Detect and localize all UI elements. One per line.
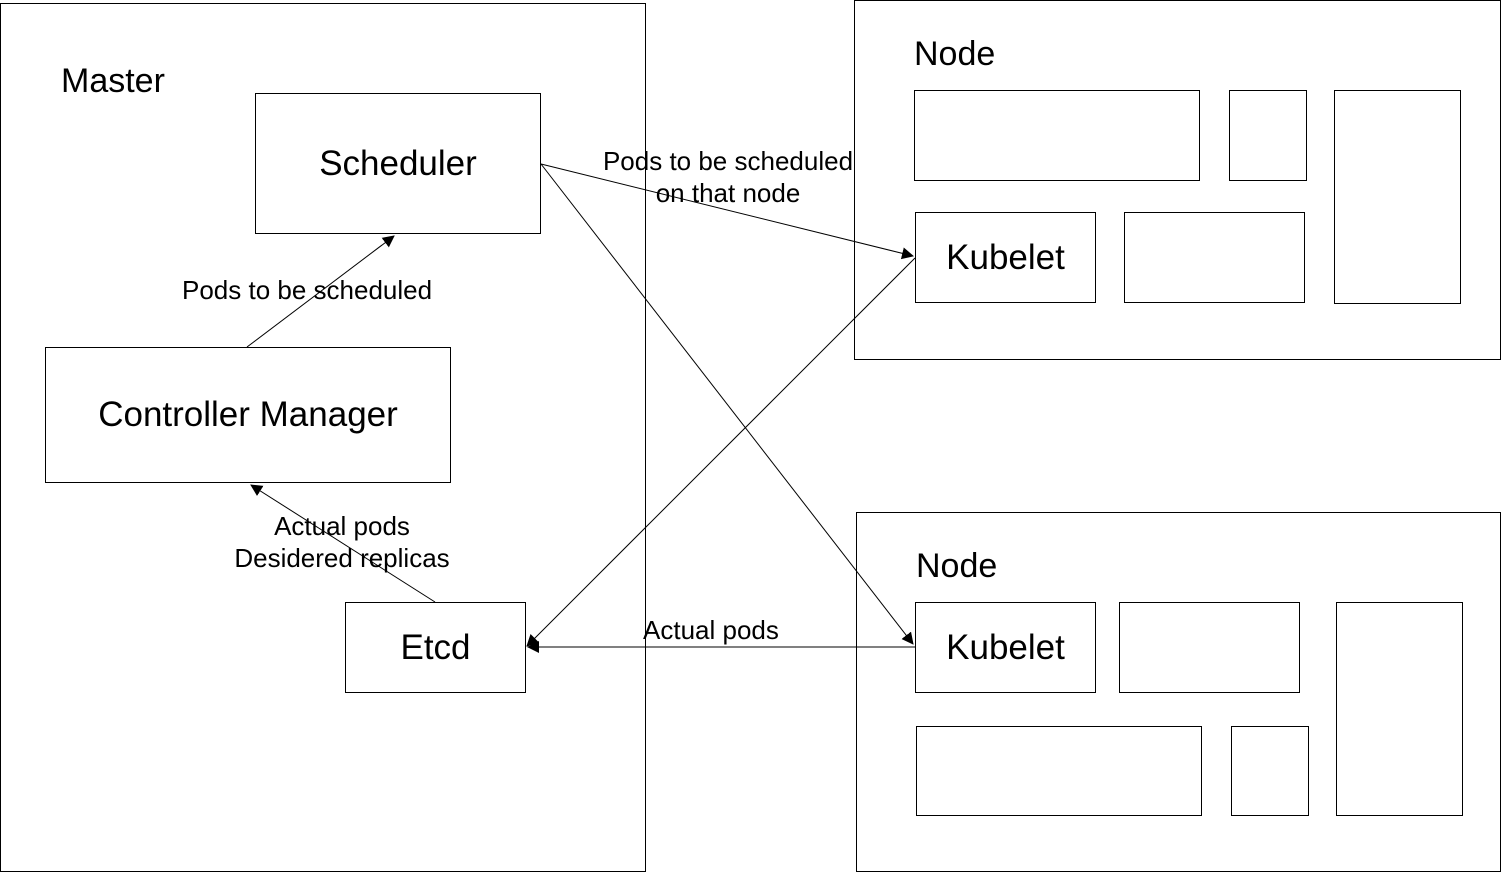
node-top-kubelet-box: Kubelet: [915, 212, 1096, 303]
node-bottom-slot-tall: [1336, 602, 1463, 816]
controller-manager-label: Controller Manager: [98, 395, 398, 434]
label-pods-on-node: Pods to be scheduled on that node: [583, 145, 873, 209]
node-top-title: Node: [914, 35, 996, 73]
node-bottom-title: Node: [916, 547, 998, 585]
label-pods-to-be-scheduled: Pods to be scheduled: [182, 275, 433, 305]
label-actual-desired-line1: Actual pods: [274, 511, 410, 541]
node-top-slot-small: [1229, 90, 1307, 181]
node-bottom-slot-wide: [916, 726, 1202, 816]
node-top-slot-medium: [1124, 212, 1305, 303]
master-title: Master: [61, 62, 165, 100]
label-pods-on-node-line2: on that node: [655, 178, 801, 208]
label-actual-desired-line2: Desidered replicas: [234, 543, 450, 573]
label-actual-pods: Actual pods: [643, 615, 779, 645]
controller-manager-box: Controller Manager: [45, 347, 451, 483]
node-bottom-kubelet-label: Kubelet: [946, 627, 1065, 667]
scheduler-box: Scheduler: [255, 93, 541, 234]
node-top-slot-tall: [1334, 90, 1461, 304]
scheduler-label: Scheduler: [319, 143, 477, 183]
label-actual-desired: Actual pods Desidered replicas: [212, 510, 472, 574]
node-bottom-kubelet-box: Kubelet: [915, 602, 1096, 693]
etcd-box: Etcd: [345, 602, 526, 693]
etcd-label: Etcd: [400, 627, 471, 667]
node-top-slot-wide: [914, 90, 1200, 181]
node-bottom-slot-small: [1231, 726, 1309, 816]
node-top-kubelet-label: Kubelet: [946, 237, 1065, 277]
label-pods-on-node-line1: Pods to be scheduled: [602, 146, 854, 176]
node-bottom-slot-medium: [1119, 602, 1300, 693]
